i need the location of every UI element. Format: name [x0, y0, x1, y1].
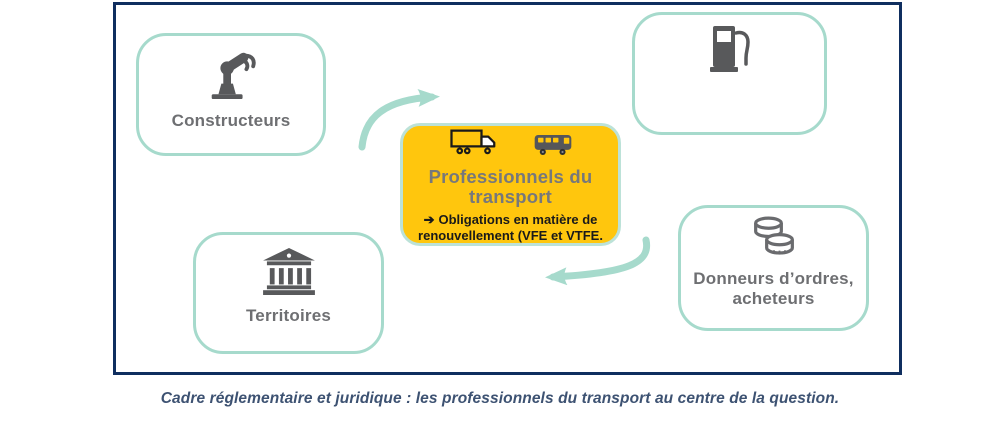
truck-icon [449, 129, 498, 162]
center-obligation-label: Obligations en matière de renouvellement… [418, 211, 603, 243]
box-donneurs-label: Donneurs d’ordres, acheteurs [693, 269, 854, 308]
center-icons-row [403, 129, 618, 162]
box-professionnels: Professionnels du transport ➔Obligations… [400, 123, 621, 246]
center-title: Professionnels du transport [428, 166, 593, 208]
center-obligation-text: ➔Obligations en matière de renouvellemen… [406, 212, 615, 244]
box-territoires: Territoires [193, 232, 384, 354]
government-building-icon [260, 247, 318, 300]
box-constructeurs-label: Constructeurs [171, 111, 291, 130]
box-energy [632, 12, 827, 135]
diagram-frame [113, 2, 902, 375]
coins-icon [748, 214, 800, 263]
box-territoires-label: Territoires [245, 306, 332, 325]
fuel-pump-icon [708, 24, 752, 79]
robot-arm-icon [200, 46, 262, 105]
bus-icon [534, 134, 572, 162]
box-constructeurs: Constructeurs [136, 33, 326, 156]
right-arrow-glyph: ➔ [423, 211, 435, 227]
box-donneurs: Donneurs d’ordres, acheteurs [678, 205, 869, 331]
figure-caption: Cadre réglementaire et juridique : les p… [160, 390, 840, 407]
